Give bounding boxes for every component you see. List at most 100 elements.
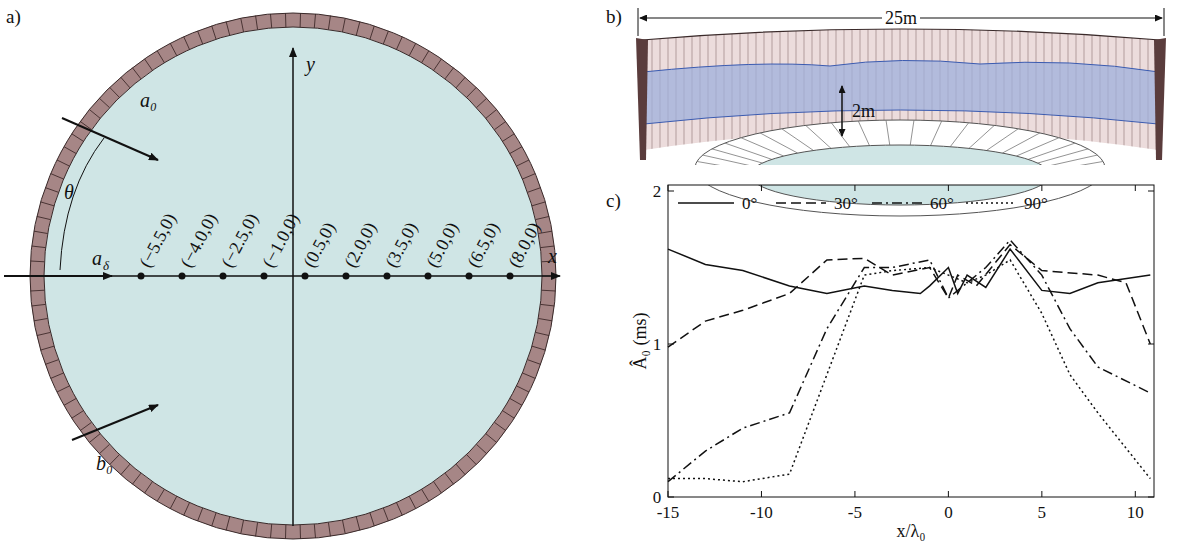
ring-tick xyxy=(422,51,429,63)
ring-tick xyxy=(34,231,48,233)
ring-tick xyxy=(300,525,301,539)
ring-tick xyxy=(300,13,301,27)
legend-text: 60° xyxy=(930,195,954,212)
ring-tick xyxy=(434,482,442,494)
ring-tick xyxy=(57,160,70,166)
ring-tick xyxy=(51,373,64,378)
label: b₀ xyxy=(96,453,113,473)
probe-dot xyxy=(466,273,473,280)
ring-tick xyxy=(226,22,230,36)
ring-tick xyxy=(241,18,244,32)
ring-tick xyxy=(528,360,541,365)
ring-tick xyxy=(256,522,258,536)
x-tick xyxy=(1135,185,1136,191)
floor-line xyxy=(886,120,890,145)
label: a xyxy=(92,248,102,268)
ring-tick xyxy=(467,87,477,97)
ring-tick xyxy=(342,520,345,534)
ring-tick xyxy=(522,373,535,378)
ring-tick xyxy=(285,13,286,27)
x-tick xyxy=(761,491,762,497)
ring-tick xyxy=(64,398,76,405)
floor-line xyxy=(712,149,762,163)
ring-tick xyxy=(30,260,44,262)
x-tick xyxy=(948,185,949,191)
ring-tick xyxy=(145,482,153,494)
ring-tick xyxy=(456,77,465,88)
label: δ xyxy=(103,259,109,272)
ring-tick xyxy=(170,496,177,508)
floor-line xyxy=(910,120,914,145)
ring-tick xyxy=(434,59,442,71)
ring-tick xyxy=(270,524,271,538)
legend-sample xyxy=(776,202,826,204)
tick-label: 5 xyxy=(1038,504,1047,521)
tick-label: 0 xyxy=(653,489,662,506)
label: θ xyxy=(64,182,74,202)
label: 2m xyxy=(852,102,875,120)
y-tick xyxy=(668,497,674,498)
data-curve xyxy=(668,260,1150,482)
ring-tick xyxy=(45,360,58,365)
tick-label: -15 xyxy=(657,504,680,521)
ring-tick xyxy=(170,43,177,55)
x-tick xyxy=(854,491,855,497)
ring-tick xyxy=(57,386,70,392)
ring-tick xyxy=(383,31,388,44)
ring-tick xyxy=(516,386,529,392)
floor-line xyxy=(1016,138,1059,156)
probe-dot xyxy=(179,273,186,280)
ring-tick xyxy=(542,290,556,292)
label: a) xyxy=(6,7,21,26)
ring-tick xyxy=(409,496,416,508)
y-tick xyxy=(668,191,674,192)
legend-sample xyxy=(872,202,922,204)
ring-tick xyxy=(132,473,141,484)
ring-tick xyxy=(445,68,454,79)
label: x/λ₀ xyxy=(896,522,925,540)
tick-label: -5 xyxy=(848,504,862,521)
label: a₀ xyxy=(140,90,157,110)
ring-tick xyxy=(270,14,271,28)
y-tick xyxy=(1148,191,1154,192)
ring-tick xyxy=(198,508,203,521)
y-tick xyxy=(1148,497,1154,498)
ring-tick xyxy=(467,455,477,465)
ring-tick xyxy=(41,202,54,206)
ring-tick xyxy=(30,290,44,292)
plot-frame xyxy=(668,185,1154,497)
ring-tick xyxy=(314,14,315,28)
ring-tick xyxy=(256,16,258,30)
label: 25m xyxy=(882,9,920,27)
ring-tick xyxy=(538,318,552,320)
ring-tick xyxy=(502,134,514,142)
label: c) xyxy=(606,191,621,210)
ring-tick xyxy=(494,422,505,430)
floor-line xyxy=(950,123,968,147)
tick-label: 10 xyxy=(1127,504,1144,521)
ring-tick xyxy=(409,43,416,55)
ring-tick xyxy=(445,473,454,484)
ring-tick xyxy=(89,434,100,443)
probe-dot xyxy=(425,273,432,280)
ring-tick xyxy=(145,59,153,71)
floor-line xyxy=(1038,149,1088,163)
ring-tick xyxy=(494,121,505,129)
ring-tick xyxy=(37,332,51,335)
ring-tick xyxy=(32,246,46,248)
axes-arrows xyxy=(4,48,560,526)
ring-tick xyxy=(51,174,64,179)
ring-tick xyxy=(532,346,545,350)
ring-tick xyxy=(32,304,46,306)
ring-tick xyxy=(64,147,76,154)
ring-tick xyxy=(157,489,164,501)
ring-tick xyxy=(110,87,120,97)
ring-tick xyxy=(212,513,216,526)
ring-tick xyxy=(328,522,330,536)
ring-tick xyxy=(72,134,84,142)
ring-tick xyxy=(157,51,164,63)
ring-tick xyxy=(456,464,465,475)
ring-tick xyxy=(476,444,486,453)
probe-dot xyxy=(138,273,145,280)
